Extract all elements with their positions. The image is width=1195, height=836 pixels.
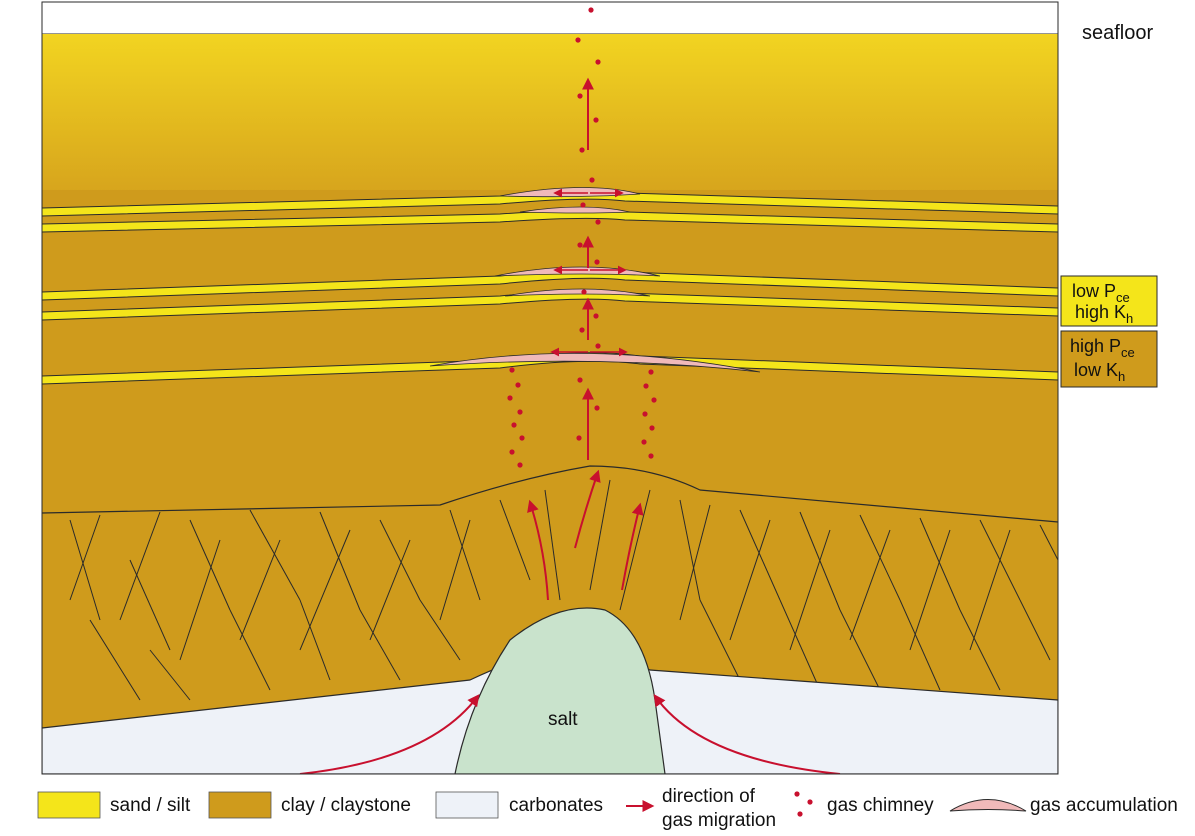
low-pce-line1: low Pce [1072,281,1130,305]
legend-carbonates-swatch [435,791,499,819]
water-column [41,1,1059,35]
legend-accumulation-label: gas accumulation [1030,795,1178,816]
high-pce-box [1060,330,1158,388]
legend-clay-label: clay / claystone [281,795,411,816]
migration-arrow-left [299,694,480,774]
low-pce-box [1060,275,1158,327]
gas-accumulation-1 [499,187,641,198]
gas-accumulation-2 [519,206,631,214]
dome-horizon [42,465,1058,523]
migration-arrow-up-left [527,499,549,601]
legend-carbonates-label: carbonates [509,795,603,816]
upper-clay-layer [42,34,1058,214]
gas-chimney-dots [507,7,657,468]
legend: sand / silt clay / claystone carbonates … [37,786,1178,831]
migration-arrow-up-right [621,502,644,591]
legend-accumulation-lens [949,799,1027,812]
high-pce-line2: low Kh [1074,360,1125,384]
high-pce-line1: high Pce [1070,336,1135,360]
section-frame [41,1,1059,775]
legend-migration-label-2: gas migration [662,810,776,831]
gas-accumulation-5 [429,352,761,373]
polygonal-faults [69,479,1058,701]
gas-accumulation-4 [504,288,651,297]
legend-chimney-label: gas chimney [827,795,934,816]
salt-label: salt [548,709,578,730]
legend-migration-label-1: direction of [662,786,756,807]
migration-arrow-up-center [574,469,601,549]
seafloor-label: seafloor [1082,22,1153,44]
legend-sand-swatch [37,791,101,819]
legend-chimney-dots [794,791,813,817]
migration-arrow-right [653,694,841,774]
low-pce-line2: high Kh [1075,302,1133,326]
legend-clay-swatch [208,791,272,819]
legend-sand-label: sand / silt [110,795,191,816]
